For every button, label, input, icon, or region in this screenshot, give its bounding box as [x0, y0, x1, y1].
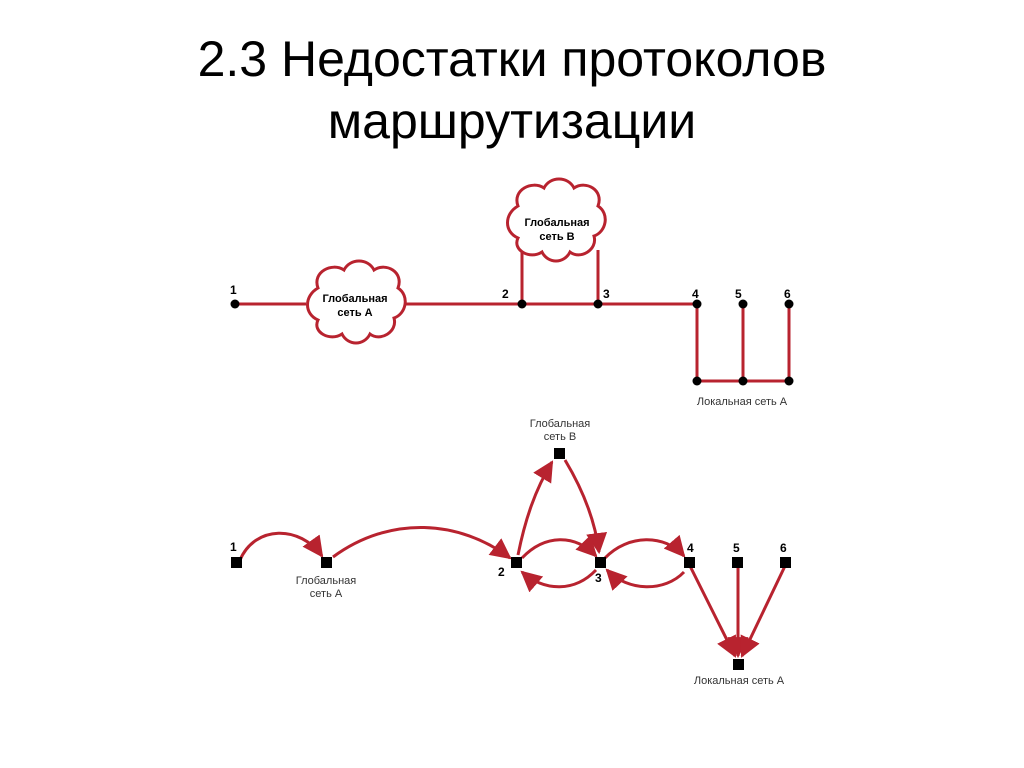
bottom-node-6	[780, 557, 791, 568]
top-node-3-label: 3	[603, 287, 610, 301]
page-title: 2.3 Недостатки протоколов маршрутизации	[0, 28, 1024, 152]
bottom-node-3-label: 3	[595, 571, 602, 585]
bottom-node-net-b	[554, 448, 565, 459]
top-lan-label: Локальная сеть A	[697, 396, 788, 408]
cloud-b-label-line2: сеть B	[539, 231, 574, 243]
cloud-a-icon: Глобальная сеть A	[306, 259, 407, 345]
top-node-5	[738, 299, 748, 309]
top-node-3	[593, 299, 603, 309]
bottom-node-1	[231, 557, 242, 568]
cloud-b-icon: Глобальная сеть B	[506, 177, 607, 263]
bottom-net-a-label-line2: сеть A	[310, 588, 343, 600]
bottom-lan-label: Локальная сеть A	[694, 675, 785, 687]
bottom-node-6-label: 6	[780, 541, 787, 555]
top-node-2	[517, 299, 527, 309]
bottom-arc-3-to-4	[603, 534, 686, 560]
bottom-node-1-label: 1	[230, 540, 237, 554]
top-node-4-label: 4	[692, 287, 699, 301]
cloud-a-label-line1: Глобальная	[322, 293, 387, 305]
bottom-arc-1-to-a	[238, 531, 324, 561]
top-diagram: Глобальная сеть A Глобальная сеть B 1 2 …	[230, 177, 794, 408]
bottom-net-a-label-line1: Глобальная	[296, 575, 357, 587]
bottom-arc-2-to-b	[516, 460, 554, 556]
bottom-node-4	[684, 557, 695, 568]
top-node-1	[230, 299, 240, 309]
bottom-node-net-a	[321, 557, 332, 568]
top-lan-node-4	[692, 376, 702, 386]
bottom-net-b-label-line1: Глобальная	[530, 418, 591, 430]
bottom-arrow-6-to-lan	[740, 565, 787, 658]
bottom-node-lan	[733, 659, 744, 670]
top-lan-node-6	[784, 376, 794, 386]
top-node-1-label: 1	[230, 283, 237, 297]
bottom-arc-3-to-2	[520, 568, 598, 593]
bottom-net-b-label-line2: сеть B	[544, 431, 576, 443]
bottom-node-2-label: 2	[498, 565, 505, 579]
top-node-4	[692, 299, 702, 309]
bottom-node-5	[732, 557, 743, 568]
bottom-diagram: 1 2 3 4 5 6 Глобальная сеть A Глобальная…	[230, 418, 791, 687]
title-line-2: маршрутизации	[327, 93, 697, 149]
cloud-a-label-line2: сеть A	[337, 307, 372, 319]
top-node-6-label: 6	[784, 287, 791, 301]
top-node-2-label: 2	[502, 287, 509, 301]
title-line-1: 2.3 Недостатки протоколов	[197, 31, 827, 87]
bottom-node-4-label: 4	[687, 541, 694, 555]
cloud-b-label-line1: Глобальная	[524, 217, 589, 229]
bottom-arc-2-to-3	[520, 535, 598, 560]
bottom-arrow-4-to-lan	[688, 565, 737, 658]
top-node-6	[784, 299, 794, 309]
bottom-arc-b-to-3	[563, 459, 608, 555]
bottom-node-3	[595, 557, 606, 568]
bottom-node-2	[511, 557, 522, 568]
bottom-arc-4-to-3	[605, 568, 686, 591]
top-lan-node-5	[738, 376, 748, 386]
top-node-5-label: 5	[735, 287, 742, 301]
bottom-node-5-label: 5	[733, 541, 740, 555]
bottom-arc-a-to-2	[332, 525, 512, 560]
